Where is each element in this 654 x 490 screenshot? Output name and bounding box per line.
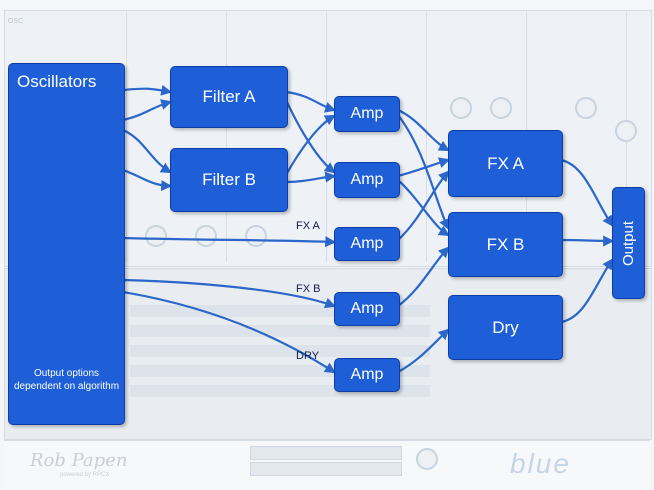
amp-label: Amp <box>350 105 384 122</box>
fx-a-label: FX A <box>487 153 524 173</box>
dry-block: Dry <box>448 295 563 360</box>
arrow-icon <box>397 170 450 241</box>
knob-icon <box>575 97 597 119</box>
arrow-icon <box>397 157 451 178</box>
arrow-icon <box>285 114 336 176</box>
master-volume-knob-icon <box>416 448 438 470</box>
fx-b-block: FX B <box>448 212 563 277</box>
list-row-bg <box>130 345 430 357</box>
knob-icon <box>490 97 512 119</box>
filter-b-label: Filter B <box>202 170 256 189</box>
arrow-icon <box>122 128 172 174</box>
knob-icon <box>450 97 472 119</box>
product-logo: blue <box>510 448 571 479</box>
arrow-icon <box>397 328 450 373</box>
arrow-icon <box>122 236 337 248</box>
amp-block: Amp <box>334 96 400 132</box>
lcd-display <box>250 446 402 460</box>
osc-column-bg <box>230 12 327 262</box>
amp-label: Amp <box>350 366 384 383</box>
send-label-fx-b: FX B <box>296 283 321 295</box>
knob-icon <box>615 120 637 142</box>
oscillators-title: Oscillators <box>17 72 97 91</box>
amp-block: Amp <box>334 162 400 198</box>
arrow-icon <box>122 99 173 122</box>
arrow-icon <box>122 278 337 309</box>
knob-icon <box>245 225 267 247</box>
dry-label: Dry <box>492 317 519 337</box>
knob-icon <box>195 225 217 247</box>
fx-a-block: FX A <box>448 130 563 197</box>
section-tag: OSC <box>8 18 24 25</box>
lcd-display <box>250 462 402 476</box>
send-label-dry: DRY <box>296 350 320 362</box>
amp-block: Amp <box>334 227 400 261</box>
arrow-icon <box>285 90 337 113</box>
output-label: Output <box>620 220 637 266</box>
arrow-icon <box>397 179 450 237</box>
list-row-bg <box>130 325 430 337</box>
brand-logo: Rob Papen <box>30 450 128 471</box>
arrow-icon <box>397 108 450 152</box>
amp-label: Amp <box>350 300 384 317</box>
osc-column-bg <box>330 12 427 262</box>
osc-column-bg <box>130 12 227 262</box>
knob-icon <box>145 225 167 247</box>
arrow-icon <box>285 171 337 184</box>
brand-subtitle: powered by RPCX <box>60 472 110 478</box>
filter-b-block: Filter B <box>170 148 288 212</box>
arrow-icon <box>560 158 614 227</box>
arrow-icon <box>122 168 173 192</box>
output-block: Output <box>612 187 645 299</box>
fx-b-label: FX B <box>486 234 525 254</box>
oscillators-note: Output options dependent on algorithm <box>13 368 120 392</box>
arrow-icon <box>122 290 336 374</box>
amp-label: Amp <box>350 235 384 252</box>
amp-label: Amp <box>350 171 384 188</box>
send-label-fx-a: FX A <box>296 220 320 232</box>
osc-column-bg <box>30 12 127 262</box>
arrow-icon <box>397 246 450 307</box>
arrow-icon <box>285 99 336 174</box>
arrow-icon <box>560 235 615 247</box>
amp-block: Amp <box>334 292 400 326</box>
filter-a-block: Filter A <box>170 66 288 128</box>
amp-block: Amp <box>334 358 400 392</box>
filter-a-label: Filter A <box>202 87 256 106</box>
arrow-icon <box>122 84 173 96</box>
oscillators-block: Oscillators Output options dependent on … <box>8 63 125 425</box>
arrow-icon <box>560 258 614 324</box>
arrow-icon <box>397 114 450 230</box>
